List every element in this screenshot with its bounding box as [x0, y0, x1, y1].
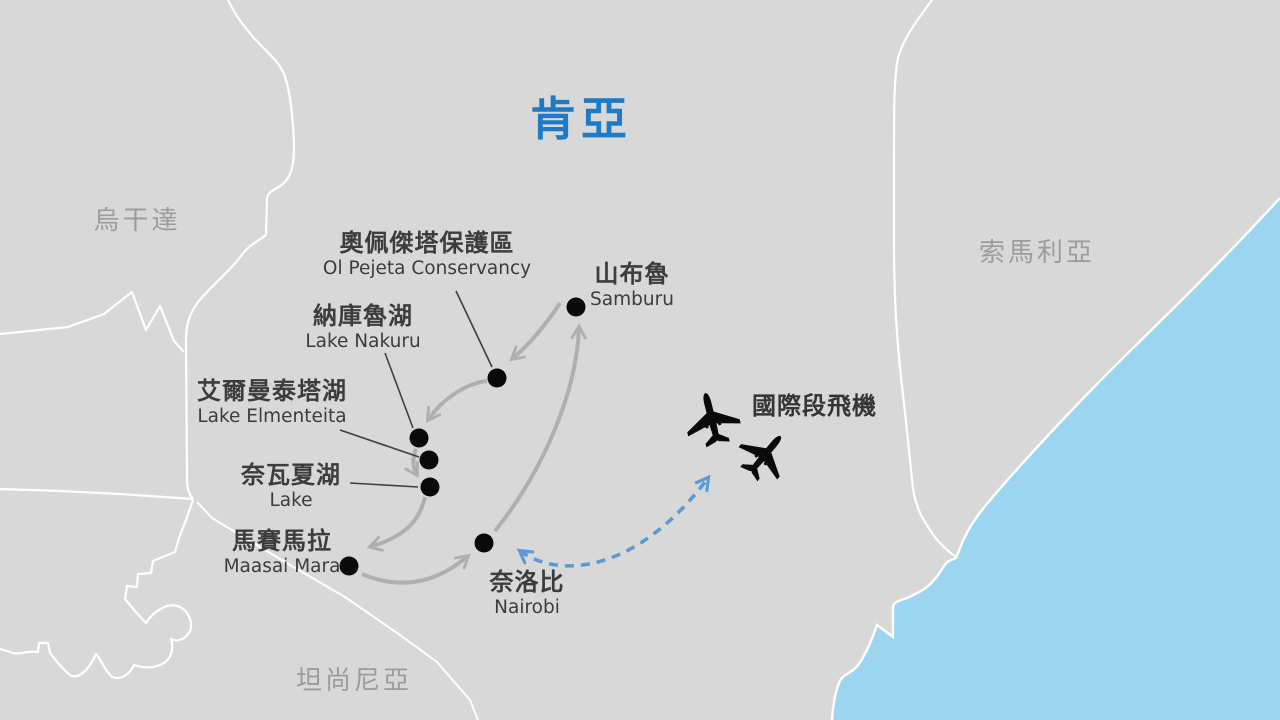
- pointer-line-elmenteita: [339, 429, 420, 458]
- pointer-line-olpejeta: [455, 290, 493, 368]
- label-olpejeta-zh: 奧佩傑塔保護區: [339, 229, 515, 257]
- country-label-uganda: 烏干達: [93, 206, 181, 236]
- country-label-somalia: 索馬利亞: [978, 238, 1096, 268]
- route-arrow-naivasha-mara: [366, 496, 427, 552]
- label-naivasha-en: Lake: [269, 490, 313, 511]
- marker-dot-naivasha: [420, 477, 440, 497]
- label-elmenteita-zh: 艾爾曼泰塔湖: [197, 377, 347, 405]
- border-uganda-kenya: [184, 0, 296, 500]
- label-nakuru-en: Lake Nakuru: [305, 331, 421, 352]
- border-tanzania-kenya: [196, 501, 479, 720]
- label-olpejeta-en: Ol Pejeta Conservancy: [322, 258, 532, 279]
- marker-dot-mara: [339, 556, 359, 576]
- route-arrow-olpejeta-nakuru: [425, 379, 488, 424]
- label-elmenteita: 艾爾曼泰塔湖 Lake Elmenteita: [197, 377, 347, 428]
- lake-victoria-outline: [0, 499, 195, 680]
- airplane-icon-1: [679, 386, 745, 451]
- pointer-line-nakuru: [384, 352, 414, 429]
- marker-dot-samburu: [566, 297, 586, 317]
- flight-route-dashed-arrow: [516, 474, 711, 568]
- label-nairobi-en: Nairobi: [494, 597, 560, 618]
- label-nairobi: 奈洛比 Nairobi: [490, 568, 565, 619]
- marker-dot-nakuru: [409, 428, 429, 448]
- ocean-area: [832, 198, 1280, 720]
- border-mount-elgon-zigzag: [0, 290, 185, 353]
- label-naivasha: 奈瓦夏湖 Lake: [241, 461, 341, 512]
- country-label-tanzania: 坦尚尼亞: [295, 666, 413, 696]
- route-arrow-nakuru-naivasha: [404, 448, 419, 479]
- label-olpejeta: 奧佩傑塔保護區 Ol Pejeta Conservancy: [323, 229, 531, 280]
- route-arrow-samburu-olpejeta: [509, 301, 562, 362]
- label-mara-en: Maasai Mara: [223, 556, 341, 577]
- border-west-horizontal: [0, 487, 194, 501]
- coastline: [830, 197, 1280, 720]
- label-mara: 馬賽馬拉 Maasai Mara: [224, 527, 341, 578]
- route-arrow-nairobi-samburu: [493, 323, 587, 533]
- border-somalia-kenya: [892, 0, 957, 558]
- label-nakuru: 納庫魯湖 Lake Nakuru: [305, 302, 420, 353]
- label-nairobi-zh: 奈洛比: [489, 568, 565, 596]
- label-samburu-zh: 山布魯: [594, 260, 670, 288]
- page-title: 肯亞: [530, 92, 632, 146]
- airplane-icon-2: [729, 420, 800, 491]
- marker-dot-nairobi: [474, 533, 494, 553]
- marker-dot-olpejeta: [487, 368, 507, 388]
- international-flight-label: 國際段飛機: [752, 392, 877, 420]
- label-samburu: 山布魯 Samburu: [590, 260, 674, 311]
- marker-dot-elmenteita: [419, 450, 439, 470]
- label-naivasha-zh: 奈瓦夏湖: [241, 461, 341, 489]
- label-nakuru-zh: 納庫魯湖: [313, 302, 413, 330]
- label-elmenteita-en: Lake Elmenteita: [197, 406, 347, 427]
- route-arrow-mara-nairobi: [361, 553, 471, 585]
- label-mara-zh: 馬賽馬拉: [232, 527, 332, 555]
- label-samburu-en: Samburu: [590, 289, 674, 310]
- pointer-line-naivasha: [349, 482, 419, 488]
